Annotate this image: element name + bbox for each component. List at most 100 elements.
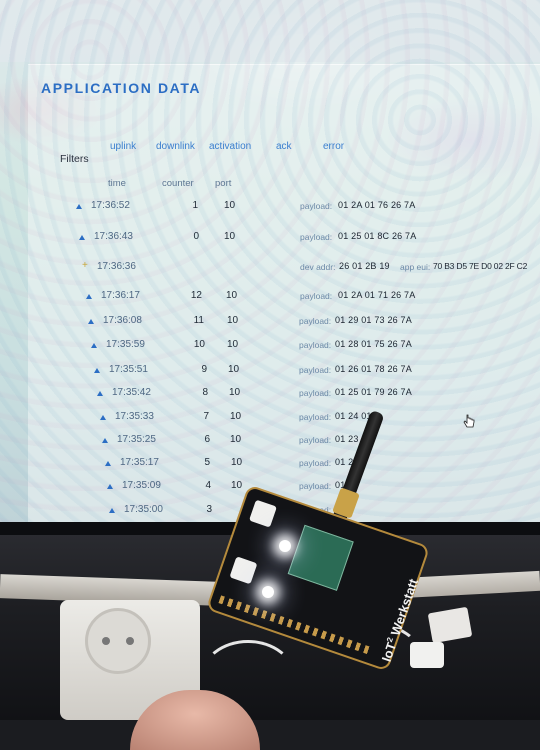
filter-activation[interactable]: activation (209, 141, 252, 152)
caret-up-icon[interactable] (76, 204, 82, 209)
table-row[interactable]: 17:35:33 7 10 payload: 01 24 01 (0, 409, 540, 429)
row-port: 10 (231, 480, 243, 491)
caret-up-icon[interactable] (86, 294, 92, 299)
column-header-counter: counter (162, 178, 194, 189)
monitor-screen: APPLICATION DATA Filters uplink downlink… (0, 0, 540, 522)
filter-uplink[interactable]: uplink (110, 141, 137, 152)
filter-error[interactable]: error (323, 141, 345, 152)
row-counter: 5 (204, 457, 210, 468)
row-counter: 8 (202, 387, 208, 398)
caret-up-icon[interactable] (94, 368, 100, 373)
caret-up-icon[interactable] (79, 235, 85, 240)
row-time: 17:36:36 (97, 261, 136, 272)
caret-up-icon[interactable] (100, 415, 106, 420)
filter-ack[interactable]: ack (276, 141, 292, 152)
row-counter: 10 (193, 339, 205, 350)
row-time: 17:35:09 (122, 480, 161, 491)
row-counter: 6 (204, 434, 210, 445)
row-time: 17:35:33 (115, 411, 154, 422)
hand-pointer-icon (463, 414, 475, 428)
caret-up-icon[interactable] (97, 391, 103, 396)
row-payload-value: 01 28 01 75 26 7A (335, 339, 412, 349)
plus-icon: + (82, 260, 88, 271)
row-appeui-value: 70 B3 D5 7E D0 02 2F C2 (433, 261, 528, 271)
led-light (262, 586, 274, 598)
row-payload-value: 01 24 01 (335, 411, 372, 421)
table-row[interactable]: 17:35:17 5 10 payload: 01 21 (0, 455, 540, 475)
caret-up-icon[interactable] (109, 508, 115, 513)
row-devaddr-value: 26 01 2B 19 (339, 261, 390, 271)
row-time: 17:35:42 (112, 387, 151, 398)
filters-label: Filters (60, 153, 89, 165)
table-row[interactable]: 17:36:52 1 10 payload: 01 2A 01 76 26 7A (0, 198, 540, 218)
row-counter: 12 (190, 290, 202, 301)
column-header-time: time (108, 178, 126, 189)
caret-up-icon[interactable] (105, 461, 111, 466)
table-row[interactable]: 17:35:51 9 10 payload: 01 26 01 78 26 7A (0, 362, 540, 382)
browser-top-area (0, 0, 540, 62)
row-port: 10 (227, 315, 239, 326)
table-row[interactable]: 17:35:25 6 10 payload: 01 23 0 (0, 432, 540, 452)
row-port: 10 (227, 339, 239, 350)
row-payload-label: payload: (299, 340, 332, 350)
row-payload-value: 01 25 01 8C 26 7A (338, 231, 417, 241)
row-port: 10 (228, 364, 240, 375)
row-payload-label: payload: (299, 316, 332, 326)
row-time: 17:36:08 (103, 315, 142, 326)
row-payload-label: payload: (299, 365, 332, 375)
row-counter: 0 (193, 231, 199, 242)
row-payload-value: 01 29 01 73 26 7A (335, 315, 412, 325)
row-port: 10 (224, 200, 236, 211)
row-appeui-label: app eui: (400, 262, 431, 272)
row-payload-label: payload: (299, 481, 332, 491)
page-title: APPLICATION DATA (41, 80, 202, 96)
row-counter: 9 (201, 364, 207, 375)
row-time: 17:35:25 (117, 434, 156, 445)
row-payload-label: payload: (300, 201, 333, 211)
row-counter: 3 (206, 504, 212, 515)
table-row[interactable]: + 17:36:36 dev addr: 26 01 2B 19 app eui… (0, 259, 540, 279)
row-time: 17:35:00 (124, 504, 163, 515)
row-devaddr-label: dev addr: (300, 262, 336, 272)
row-payload-value: 01 23 0 (335, 434, 367, 444)
row-payload-value: 01 2A 01 76 26 7A (338, 200, 416, 210)
row-port: 10 (231, 457, 243, 468)
radio-module (287, 524, 354, 591)
application-data-panel (28, 64, 540, 522)
grove-connector (248, 499, 277, 528)
table-row[interactable]: 17:35:42 8 10 payload: 01 25 01 79 26 7A (0, 385, 540, 405)
row-payload-label: payload: (299, 412, 332, 422)
caret-up-icon[interactable] (107, 484, 113, 489)
row-port: 10 (226, 290, 238, 301)
filter-downlink[interactable]: downlink (156, 141, 195, 152)
row-counter: 7 (203, 411, 209, 422)
row-counter: 11 (193, 315, 204, 326)
row-time: 17:35:17 (120, 457, 159, 468)
row-payload-label: payload: (299, 458, 332, 468)
row-port: 10 (230, 411, 242, 422)
caret-up-icon[interactable] (102, 438, 108, 443)
table-row[interactable]: 17:36:08 11 10 payload: 01 29 01 73 26 7… (0, 313, 540, 333)
row-time: 17:35:59 (106, 339, 145, 350)
row-port: 10 (229, 387, 241, 398)
grove-connector (229, 556, 258, 585)
led-light (279, 540, 291, 552)
caret-up-icon[interactable] (91, 343, 97, 348)
row-payload-value: 01 2A 01 71 26 7A (338, 290, 416, 300)
column-header-port: port (215, 178, 232, 189)
row-payload-value: 01 25 01 79 26 7A (335, 387, 412, 397)
row-time: 17:36:43 (94, 231, 133, 242)
table-row[interactable]: 17:35:59 10 10 payload: 01 28 01 75 26 7… (0, 337, 540, 357)
row-time: 17:35:51 (109, 364, 148, 375)
row-payload-label: payload: (300, 232, 333, 242)
row-port: 10 (224, 231, 236, 242)
row-payload-value: 01 26 01 78 26 7A (335, 364, 412, 374)
row-time: 17:36:17 (101, 290, 140, 301)
table-row[interactable]: 17:36:43 0 10 payload: 01 25 01 8C 26 7A (0, 229, 540, 249)
row-payload-value: 01 21 (335, 457, 359, 467)
table-row[interactable]: 17:36:17 12 10 payload: 01 2A 01 71 26 7… (0, 288, 540, 308)
power-socket (85, 608, 151, 674)
row-time: 17:36:52 (91, 200, 130, 211)
caret-up-icon[interactable] (88, 319, 94, 324)
row-counter: 4 (205, 480, 211, 491)
